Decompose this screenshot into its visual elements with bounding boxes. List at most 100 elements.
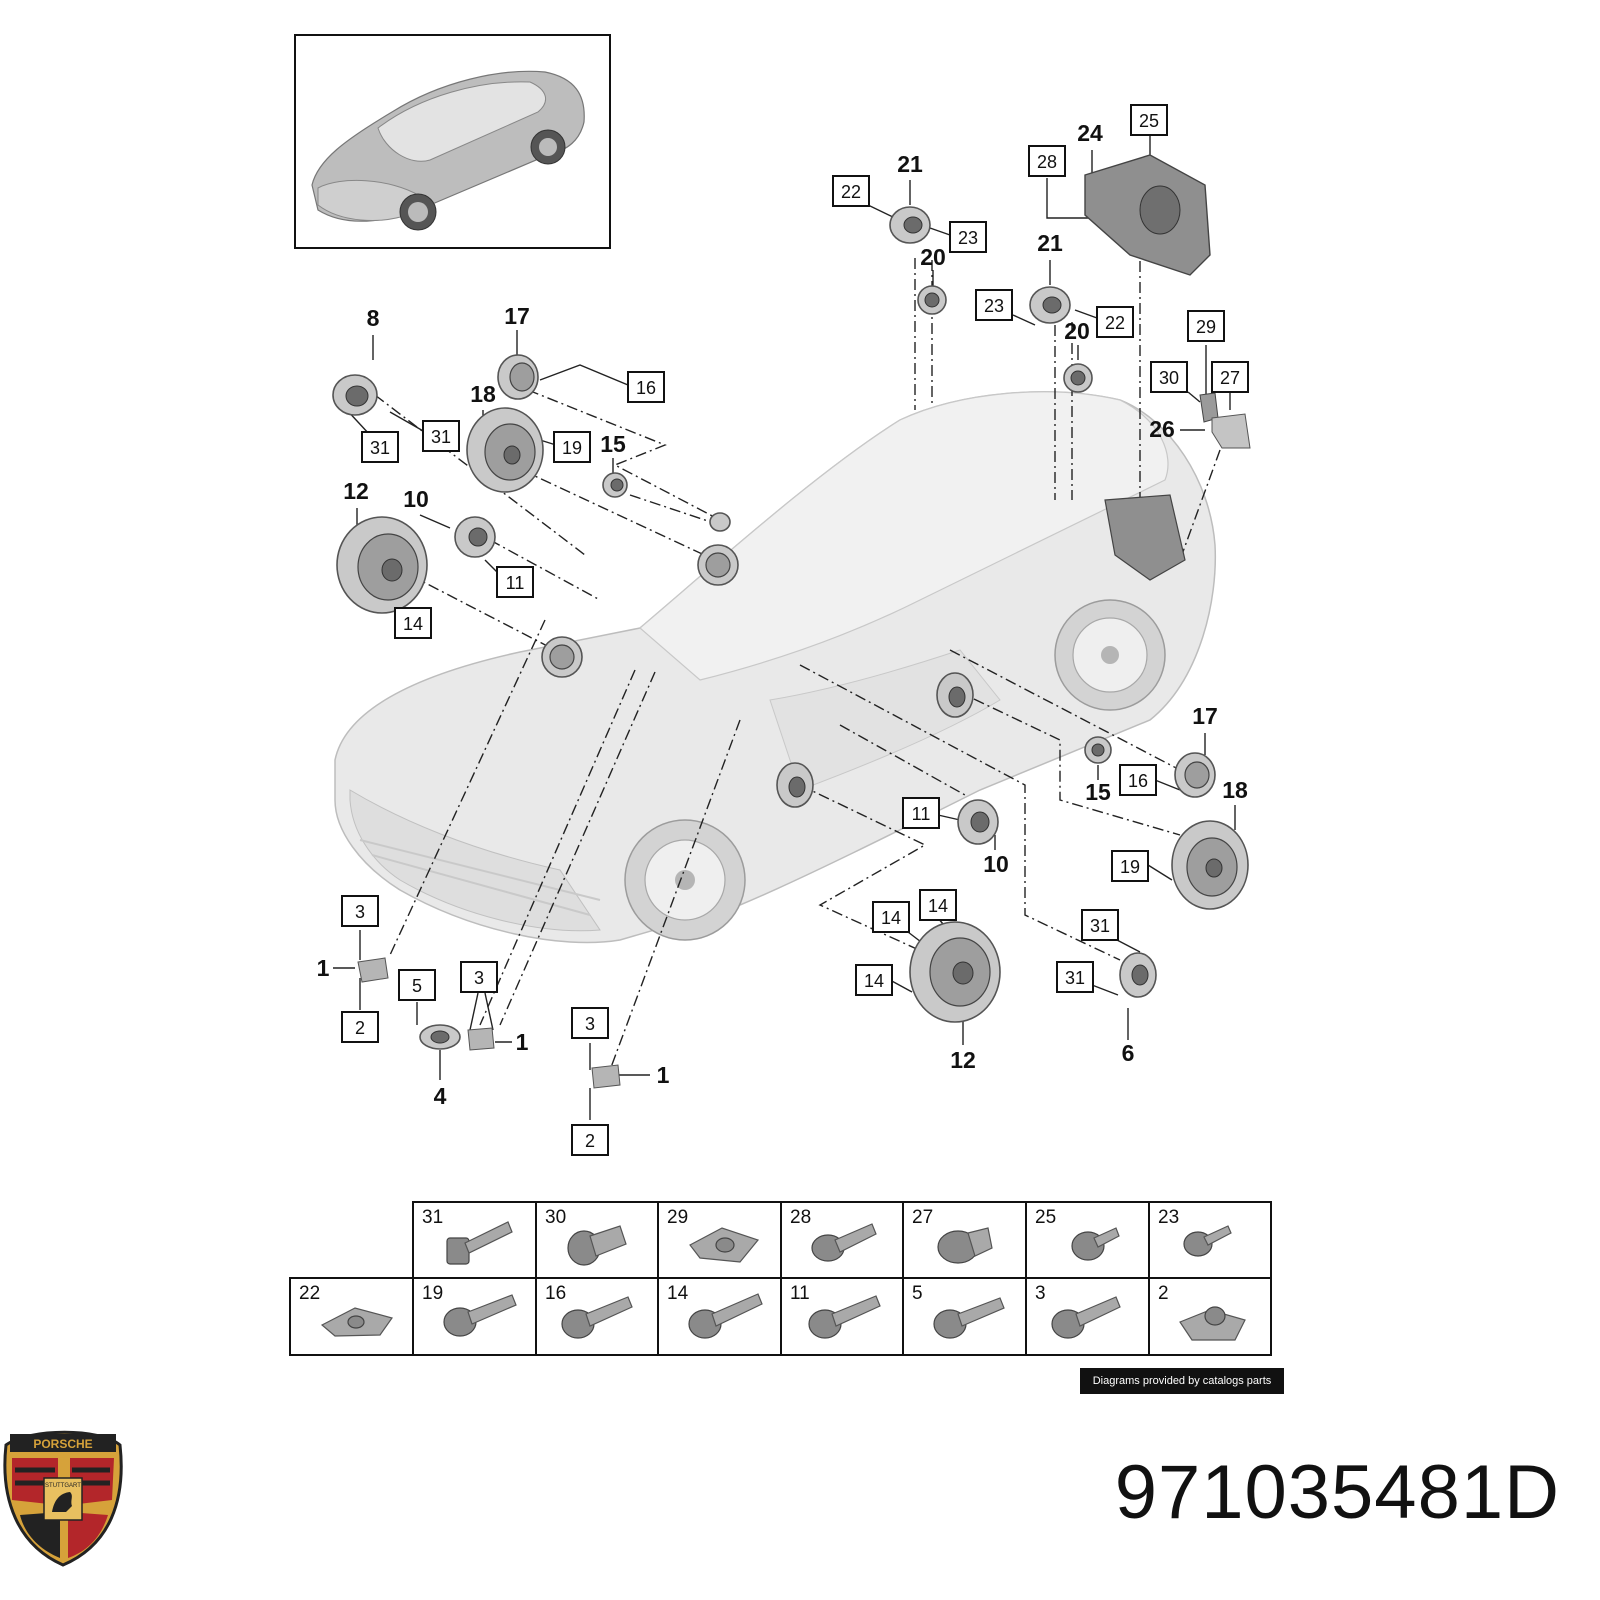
callout: 16 — [1119, 764, 1157, 796]
table-cell: 28 — [790, 1207, 877, 1262]
svg-text:22: 22 — [299, 1283, 320, 1304]
callouts: 8 17 16 18 19 15 31 31 12 10 11 14 21 22… — [317, 104, 1249, 1156]
callout: 26 — [1149, 416, 1175, 442]
table-cell: 25 — [1035, 1207, 1120, 1261]
callout: 10 — [983, 851, 1009, 877]
svg-text:19: 19 — [422, 1283, 443, 1304]
svg-text:14: 14 — [928, 896, 948, 916]
svg-text:2: 2 — [585, 1131, 595, 1151]
porsche-crest-logo: PORSCHE STUTTGART — [3, 1430, 123, 1567]
diagram-credit-label: Diagrams provided by catalogs parts — [1080, 1368, 1284, 1394]
callout: 22 — [832, 175, 870, 207]
table-cell: 29 — [667, 1207, 760, 1263]
callout: 14 — [872, 901, 910, 933]
svg-text:3: 3 — [1035, 1283, 1046, 1304]
svg-text:2: 2 — [355, 1018, 365, 1038]
svg-text:5: 5 — [912, 1283, 923, 1304]
callout: 21 — [897, 151, 923, 177]
svg-text:16: 16 — [1128, 771, 1148, 791]
svg-text:25: 25 — [1139, 111, 1159, 131]
table-cell: 2 — [1158, 1283, 1246, 1341]
svg-text:1: 1 — [657, 1062, 670, 1088]
svg-text:30: 30 — [545, 1207, 566, 1228]
svg-text:11: 11 — [506, 573, 525, 593]
svg-text:10: 10 — [983, 851, 1009, 877]
callout: 28 — [1028, 145, 1066, 177]
svg-text:14: 14 — [881, 908, 901, 928]
svg-text:19: 19 — [1120, 857, 1140, 877]
callout: 5 — [398, 969, 436, 1001]
callout: 29 — [1187, 310, 1225, 342]
table-cell: 23 — [1158, 1207, 1232, 1257]
table-cell: 11 — [790, 1283, 881, 1339]
table-cell: 31 — [422, 1207, 513, 1265]
callout: 18 — [1222, 777, 1248, 803]
svg-text:31: 31 — [1065, 968, 1085, 988]
callout: 20 — [920, 244, 946, 270]
svg-text:22: 22 — [1105, 313, 1125, 333]
callout: 11 — [902, 797, 940, 829]
callout: 31 — [422, 420, 460, 452]
fastener-table: 31 30 29 28 27 25 23 22 19 16 14 11 5 3 … — [289, 1201, 1272, 1356]
svg-text:21: 21 — [1037, 230, 1063, 256]
callout: 3 — [341, 895, 379, 927]
svg-text:20: 20 — [1064, 318, 1090, 344]
svg-text:19: 19 — [562, 438, 582, 458]
callout: 12 — [950, 1047, 976, 1073]
svg-text:30: 30 — [1159, 368, 1179, 388]
svg-text:18: 18 — [470, 381, 496, 407]
callout: 19 — [1111, 850, 1149, 882]
svg-text:31: 31 — [422, 1207, 443, 1228]
svg-text:28: 28 — [1037, 152, 1057, 172]
table-cell: 27 — [912, 1207, 993, 1264]
callout: 2 — [341, 1011, 379, 1043]
callout: 30 — [1150, 361, 1188, 393]
callout: 31 — [361, 431, 399, 463]
svg-text:11: 11 — [790, 1283, 810, 1304]
svg-text:14: 14 — [403, 614, 423, 634]
callout: 23 — [975, 289, 1013, 321]
table-cell: 5 — [912, 1283, 1005, 1339]
svg-text:31: 31 — [431, 427, 451, 447]
table-cell: 14 — [667, 1283, 763, 1339]
callout: 10 — [403, 486, 429, 512]
svg-text:20: 20 — [920, 244, 946, 270]
svg-text:11: 11 — [912, 804, 931, 824]
callout: 14 — [855, 964, 893, 996]
svg-text:21: 21 — [897, 151, 923, 177]
table-cell: 22 — [299, 1283, 393, 1337]
callout: 19 — [553, 431, 591, 463]
callout: 22 — [1096, 306, 1134, 338]
callout: 1 — [516, 1029, 529, 1055]
callout: 3 — [571, 1007, 609, 1039]
svg-text:17: 17 — [1192, 703, 1218, 729]
svg-text:2: 2 — [1158, 1283, 1169, 1304]
callout: 17 — [1192, 703, 1218, 729]
svg-text:27: 27 — [1220, 368, 1240, 388]
svg-text:14: 14 — [864, 971, 884, 991]
svg-text:3: 3 — [585, 1014, 595, 1034]
callout: 15 — [1085, 779, 1111, 805]
svg-text:31: 31 — [1090, 916, 1110, 936]
callout: 15 — [600, 431, 626, 457]
svg-text:10: 10 — [403, 486, 429, 512]
svg-text:1: 1 — [317, 955, 330, 981]
svg-text:18: 18 — [1222, 777, 1248, 803]
leader-lines — [374, 240, 1221, 1071]
callout: 11 — [496, 566, 534, 598]
svg-text:12: 12 — [343, 478, 369, 504]
svg-text:3: 3 — [355, 902, 365, 922]
callout: 24 — [1077, 120, 1103, 146]
svg-text:31: 31 — [370, 438, 390, 458]
svg-text:3: 3 — [474, 968, 484, 988]
svg-text:29: 29 — [1196, 317, 1216, 337]
callout: 31 — [1056, 961, 1094, 993]
callout: 16 — [627, 371, 665, 403]
svg-text:15: 15 — [1085, 779, 1111, 805]
svg-text:28: 28 — [790, 1207, 811, 1228]
svg-text:25: 25 — [1035, 1207, 1056, 1228]
callout: 21 — [1037, 230, 1063, 256]
callout: 27 — [1211, 361, 1249, 393]
svg-text:6: 6 — [1122, 1040, 1135, 1066]
svg-text:24: 24 — [1077, 120, 1103, 146]
